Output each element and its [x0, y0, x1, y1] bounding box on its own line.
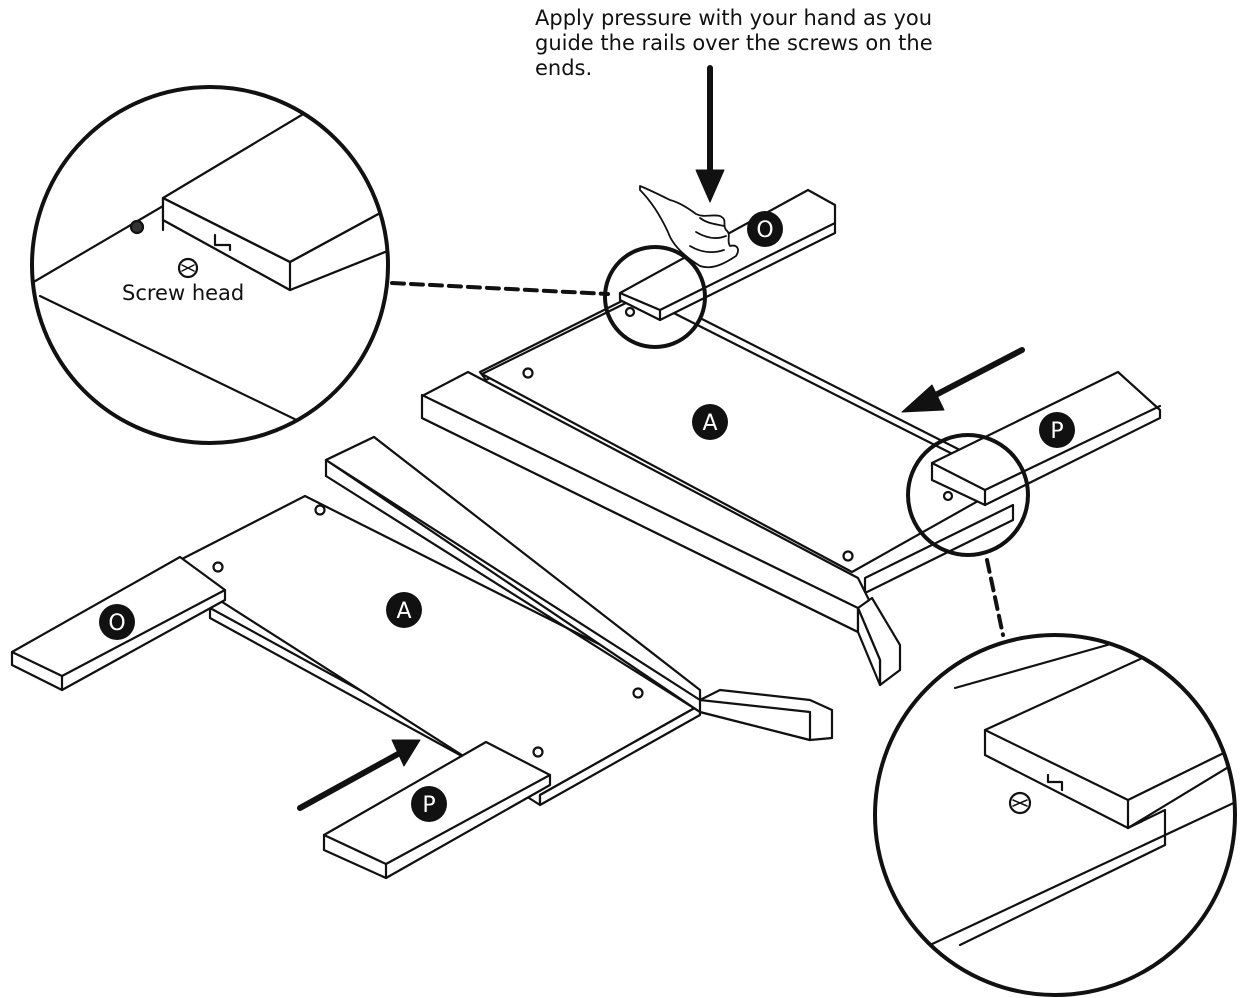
leader-line-p	[985, 558, 1005, 637]
badge-a-back: A	[692, 404, 728, 440]
instruction-text: Apply pressure with your hand as you gui…	[535, 6, 933, 80]
back-thick-rail-tip	[856, 606, 882, 687]
screw-icon	[212, 561, 224, 573]
badge-label: A	[396, 599, 411, 624]
badge-o-back: O	[747, 211, 783, 247]
badge-label: P	[422, 793, 435, 818]
screw-icon	[942, 490, 954, 502]
right-arrow-line	[297, 751, 401, 811]
badge-p-back: P	[1039, 412, 1075, 448]
badge-label: A	[702, 411, 717, 436]
screw-icon	[632, 687, 644, 699]
badge-p-front: P	[411, 786, 447, 822]
screw-icon	[129, 219, 145, 235]
hand-icon	[639, 185, 739, 269]
arrows	[297, 65, 1025, 811]
left-arrow-line	[923, 347, 1025, 403]
screw-icon	[532, 746, 544, 758]
badge-label: O	[108, 611, 125, 636]
screw-icon	[314, 504, 326, 516]
front-panel-edge	[538, 703, 702, 807]
front-thick-rail-tip	[698, 698, 812, 742]
detail-ring-back-p	[906, 433, 1030, 557]
screw-icon	[842, 550, 854, 562]
front-thick-rail-top	[324, 435, 702, 702]
badge-label: P	[1050, 419, 1063, 444]
down-arrow-icon	[695, 169, 725, 203]
leader-line-o	[390, 281, 610, 296]
screw-head-label: Screw head	[122, 281, 244, 305]
front-assembly	[10, 435, 834, 880]
screw-icon	[522, 367, 534, 379]
badge-o-front: O	[99, 604, 135, 640]
badge-a-front: A	[386, 592, 422, 628]
badge-label: O	[756, 218, 773, 243]
detail-ring-back-o	[603, 245, 707, 349]
left-arrow-icon	[901, 384, 945, 413]
screw-icon	[624, 306, 636, 318]
callout-magnifier-o	[30, 85, 390, 445]
right-arrow-icon	[391, 739, 421, 767]
back-assembly	[420, 188, 1162, 687]
callout-magnifier-p	[873, 633, 1237, 997]
part-badges: A A O O P P	[99, 211, 1075, 822]
